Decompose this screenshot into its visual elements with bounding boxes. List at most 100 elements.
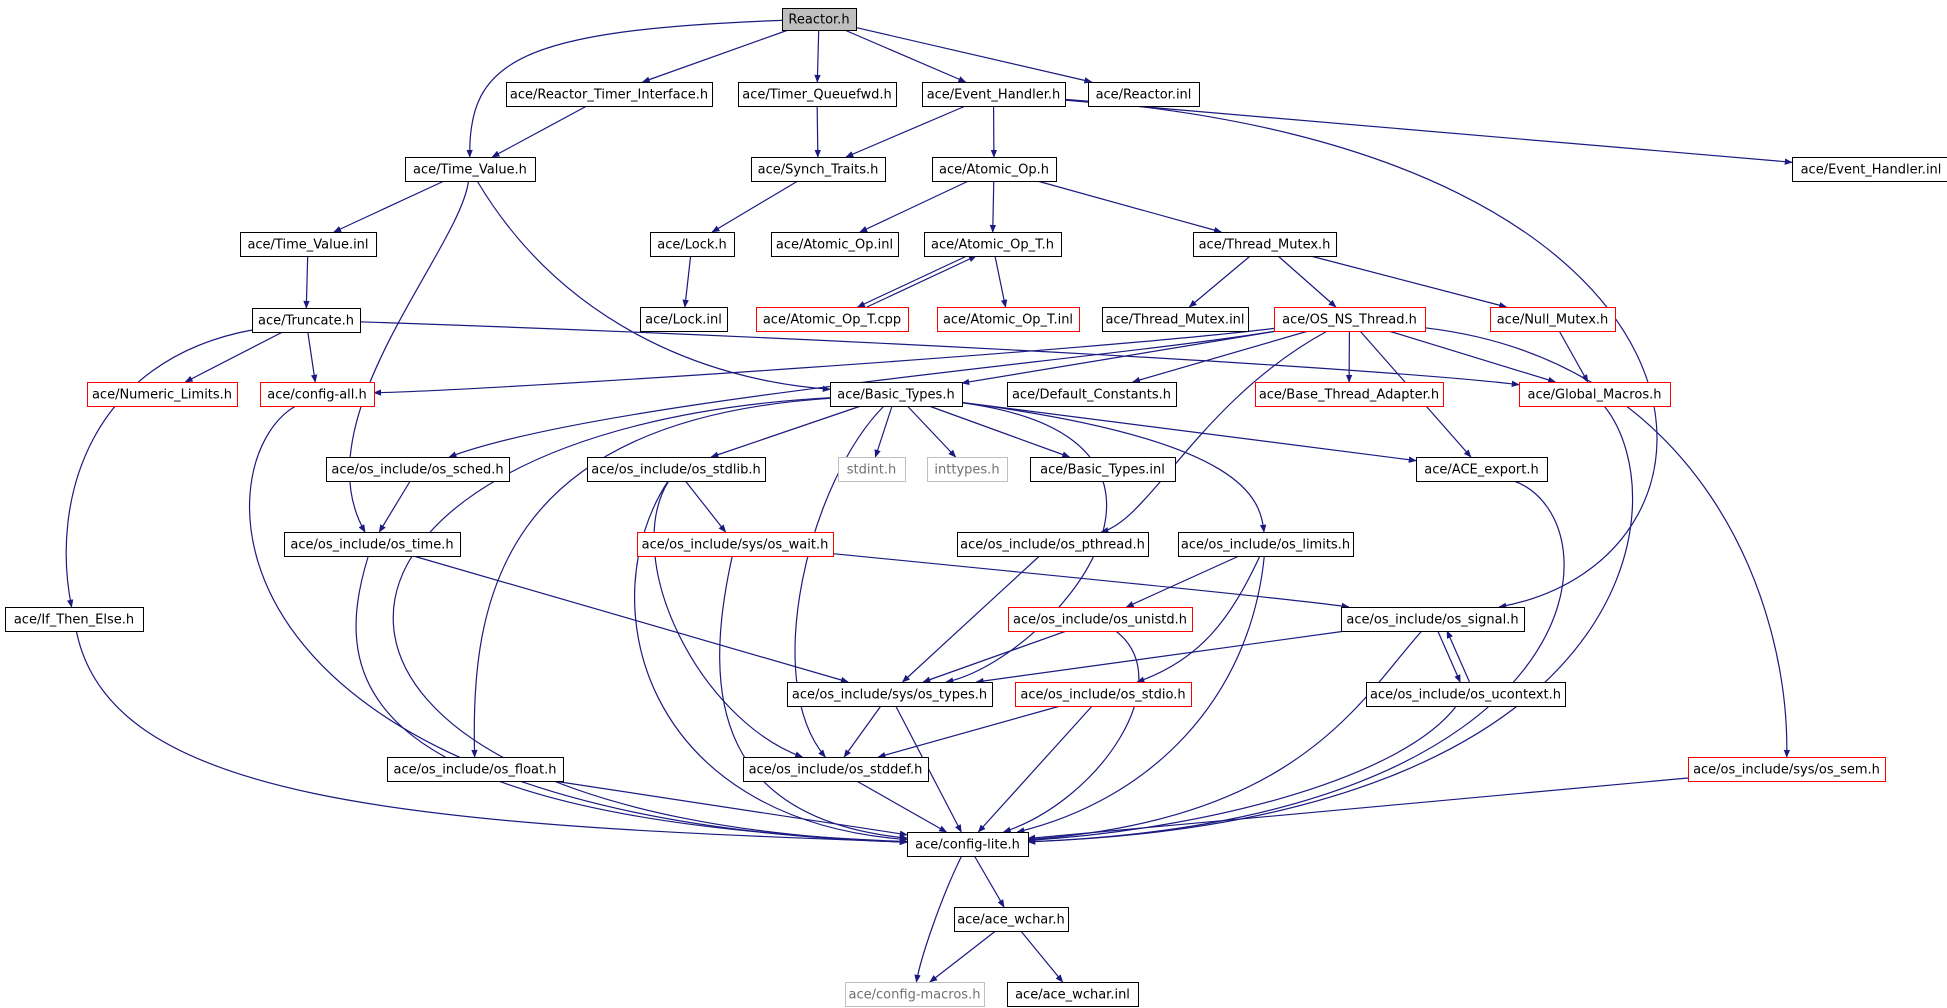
node-thread-mutex-inl[interactable]: ace/Thread_Mutex.inl [1102,307,1249,332]
node-os-limits-h[interactable]: ace/os_include/os_limits.h [1178,532,1354,557]
node-os-signal-h[interactable]: ace/os_include/os_signal.h [1341,607,1525,632]
node-box [738,82,897,107]
node-atomic-op-t-h[interactable]: ace/Atomic_Op_T.h [924,232,1062,257]
node-config-macros-h[interactable]: ace/config-macros.h [845,982,985,1007]
node-truncate-h[interactable]: ace/Truncate.h [252,308,361,333]
node-base-thread-adapter-h[interactable]: ace/Base_Thread_Adapter.h [1255,382,1444,407]
node-basic-types-h[interactable]: ace/Basic_Types.h [830,382,963,407]
edge-timer_queuefwd_h-to-synch_traits_h [814,105,821,158]
node-synch-traits-h[interactable]: ace/Synch_Traits.h [751,157,886,182]
edge-os_stdlib_h-to-os_wait_h [684,480,727,533]
node-event-handler-h[interactable]: ace/Event_Handler.h [922,82,1066,107]
node-if-then-else-h[interactable]: ace/If_Then_Else.h [5,607,144,632]
edge-os_limits_h-to-os_unistd_h [1125,555,1240,608]
node-os-sem-h[interactable]: ace/os_include/sys/os_sem.h [1688,757,1886,782]
edge-ace_export_h-to-config_lite_h [1027,480,1565,845]
node-box [1015,682,1192,707]
edge-ace_wchar_h-to-ace_wchar_inl [1020,930,1064,983]
node-stdint-h[interactable]: stdint.h [838,457,906,482]
node-thread-mutex-h[interactable]: ace/Thread_Mutex.h [1193,232,1337,257]
node-box [284,532,461,557]
node-os-pthread-h[interactable]: ace/os_include/os_pthread.h [957,532,1149,557]
node-os-stdio-h[interactable]: ace/os_include/os_stdio.h [1015,682,1192,707]
node-ace-wchar-inl[interactable]: ace/ace_wchar.inl [1007,982,1139,1007]
node-label: ace/os_include/os_stdio.h [1020,688,1185,703]
node-box [1341,607,1525,632]
node-label: ace/OS_NS_Thread.h [1282,313,1417,328]
edge-truncate_h-to-numeric_limits_h [184,331,283,383]
edge-reactor_h-to-timer_queuefwd_h [814,29,821,83]
edge-os_unistd_h-to-config_lite_h [1002,630,1140,833]
node-numeric-limits-h[interactable]: ace/Numeric_Limits.h [87,382,238,407]
edge-os_stddef_h-to-config_lite_h [856,780,948,833]
node-os-stddef-h[interactable]: ace/os_include/os_stddef.h [743,757,929,782]
node-os-time-h[interactable]: ace/os_include/os_time.h [284,532,461,557]
node-config-lite-h[interactable]: ace/config-lite.h [907,832,1029,857]
node-label: ace/os_include/os_pthread.h [960,538,1145,553]
edge-atomic_op_h-to-atomic_op_t_h [989,180,997,233]
node-os-float-h[interactable]: ace/os_include/os_float.h [387,757,564,782]
node-config-all-h[interactable]: ace/config-all.h [260,382,375,407]
node-null-mutex-h[interactable]: ace/Null_Mutex.h [1490,307,1616,332]
node-os-types-h[interactable]: ace/os_include/sys/os_types.h [787,682,993,707]
node-timer-queuefwd-h[interactable]: ace/Timer_Queuefwd.h [738,82,897,107]
node-box [1193,232,1337,257]
node-os-unistd-h[interactable]: ace/os_include/os_unistd.h [1008,607,1193,632]
edge-truncate_h-to-if_then_else_h [65,329,253,608]
node-ace-wchar-h[interactable]: ace/ace_wchar.h [954,907,1069,932]
node-time-value-inl[interactable]: ace/Time_Value.inl [240,232,377,257]
node-label: ace/Basic_Types.inl [1040,463,1165,478]
node-global-macros-h[interactable]: ace/Global_Macros.h [1519,382,1671,407]
node-os-stdlib-h[interactable]: ace/os_include/os_stdlib.h [587,457,766,482]
node-atomic-op-t-inl[interactable]: ace/Atomic_Op_T.inl [937,307,1080,332]
node-default-constants-h[interactable]: ace/Default_Constants.h [1007,382,1177,407]
node-os-ns-thread-h[interactable]: ace/OS_NS_Thread.h [1274,307,1426,332]
node-os-wait-h[interactable]: ace/os_include/sys/os_wait.h [637,532,834,557]
edge-thread_mutex_h-to-thread_mutex_inl [1188,255,1251,308]
node-reactor-h[interactable]: Reactor.h [782,8,857,31]
edge-event_handler_h-to-synch_traits_h [845,105,966,158]
node-atomic-op-h[interactable]: ace/Atomic_Op.h [932,157,1057,182]
node-label: inttypes.h [934,463,999,478]
edge-os_ns_thread_h-to-global_macros_h [1388,330,1557,383]
node-box [1008,607,1193,632]
edge-os_signal_h-to-os_ucontext_h [1437,630,1461,683]
node-label: ace/Global_Macros.h [1528,388,1662,403]
node-reactor-inl[interactable]: ace/Reactor.inl [1088,82,1200,107]
edge-basic_types_h-to-inttypes_h [906,405,957,458]
node-box [506,82,713,107]
node-os-ucontext-h[interactable]: ace/os_include/os_ucontext.h [1366,682,1566,707]
dependency-edges [65,19,1793,983]
node-box [650,232,735,257]
node-inttypes-h[interactable]: inttypes.h [927,457,1008,482]
node-box [1102,307,1249,332]
node-os-sched-h[interactable]: ace/os_include/os_sched.h [326,457,510,482]
node-box [387,757,564,782]
node-label: ace/Synch_Traits.h [758,163,879,178]
node-box [756,307,909,332]
node-lock-inl[interactable]: ace/Lock.inl [640,307,728,332]
node-basic-types-inl[interactable]: ace/Basic_Types.inl [1030,457,1176,482]
node-ace-export-h[interactable]: ace/ACE_export.h [1416,457,1548,482]
node-label: ace/Atomic_Op.h [939,163,1049,178]
node-time-value-h[interactable]: ace/Time_Value.h [405,157,536,182]
node-atomic-op-inl[interactable]: ace/Atomic_Op.inl [771,232,899,257]
node-label: ace/os_include/os_float.h [393,763,556,778]
node-atomic-op-t-cpp[interactable]: ace/Atomic_Op_T.cpp [756,307,909,332]
node-lock-h[interactable]: ace/Lock.h [650,232,735,257]
edge-config_all_h-to-config_lite_h [249,405,908,846]
node-label: ace/Event_Handler.h [927,88,1061,103]
node-label: ace/Event_Handler.inl [1801,163,1942,178]
node-box [5,607,144,632]
node-label: ace/Lock.h [657,238,727,253]
node-box [1366,682,1566,707]
node-reactor-timer-interface-h[interactable]: ace/Reactor_Timer_Interface.h [506,82,713,107]
node-box [838,457,906,482]
edge-os_wait_h-to-os_signal_h [832,553,1350,610]
edge-basic_types_h-to-stdint_h [874,405,893,458]
edge-global_macros_h-to-config_lite_h [1027,405,1634,845]
node-event-handler-inl[interactable]: ace/Event_Handler.inl [1792,157,1947,182]
node-box [782,8,857,31]
